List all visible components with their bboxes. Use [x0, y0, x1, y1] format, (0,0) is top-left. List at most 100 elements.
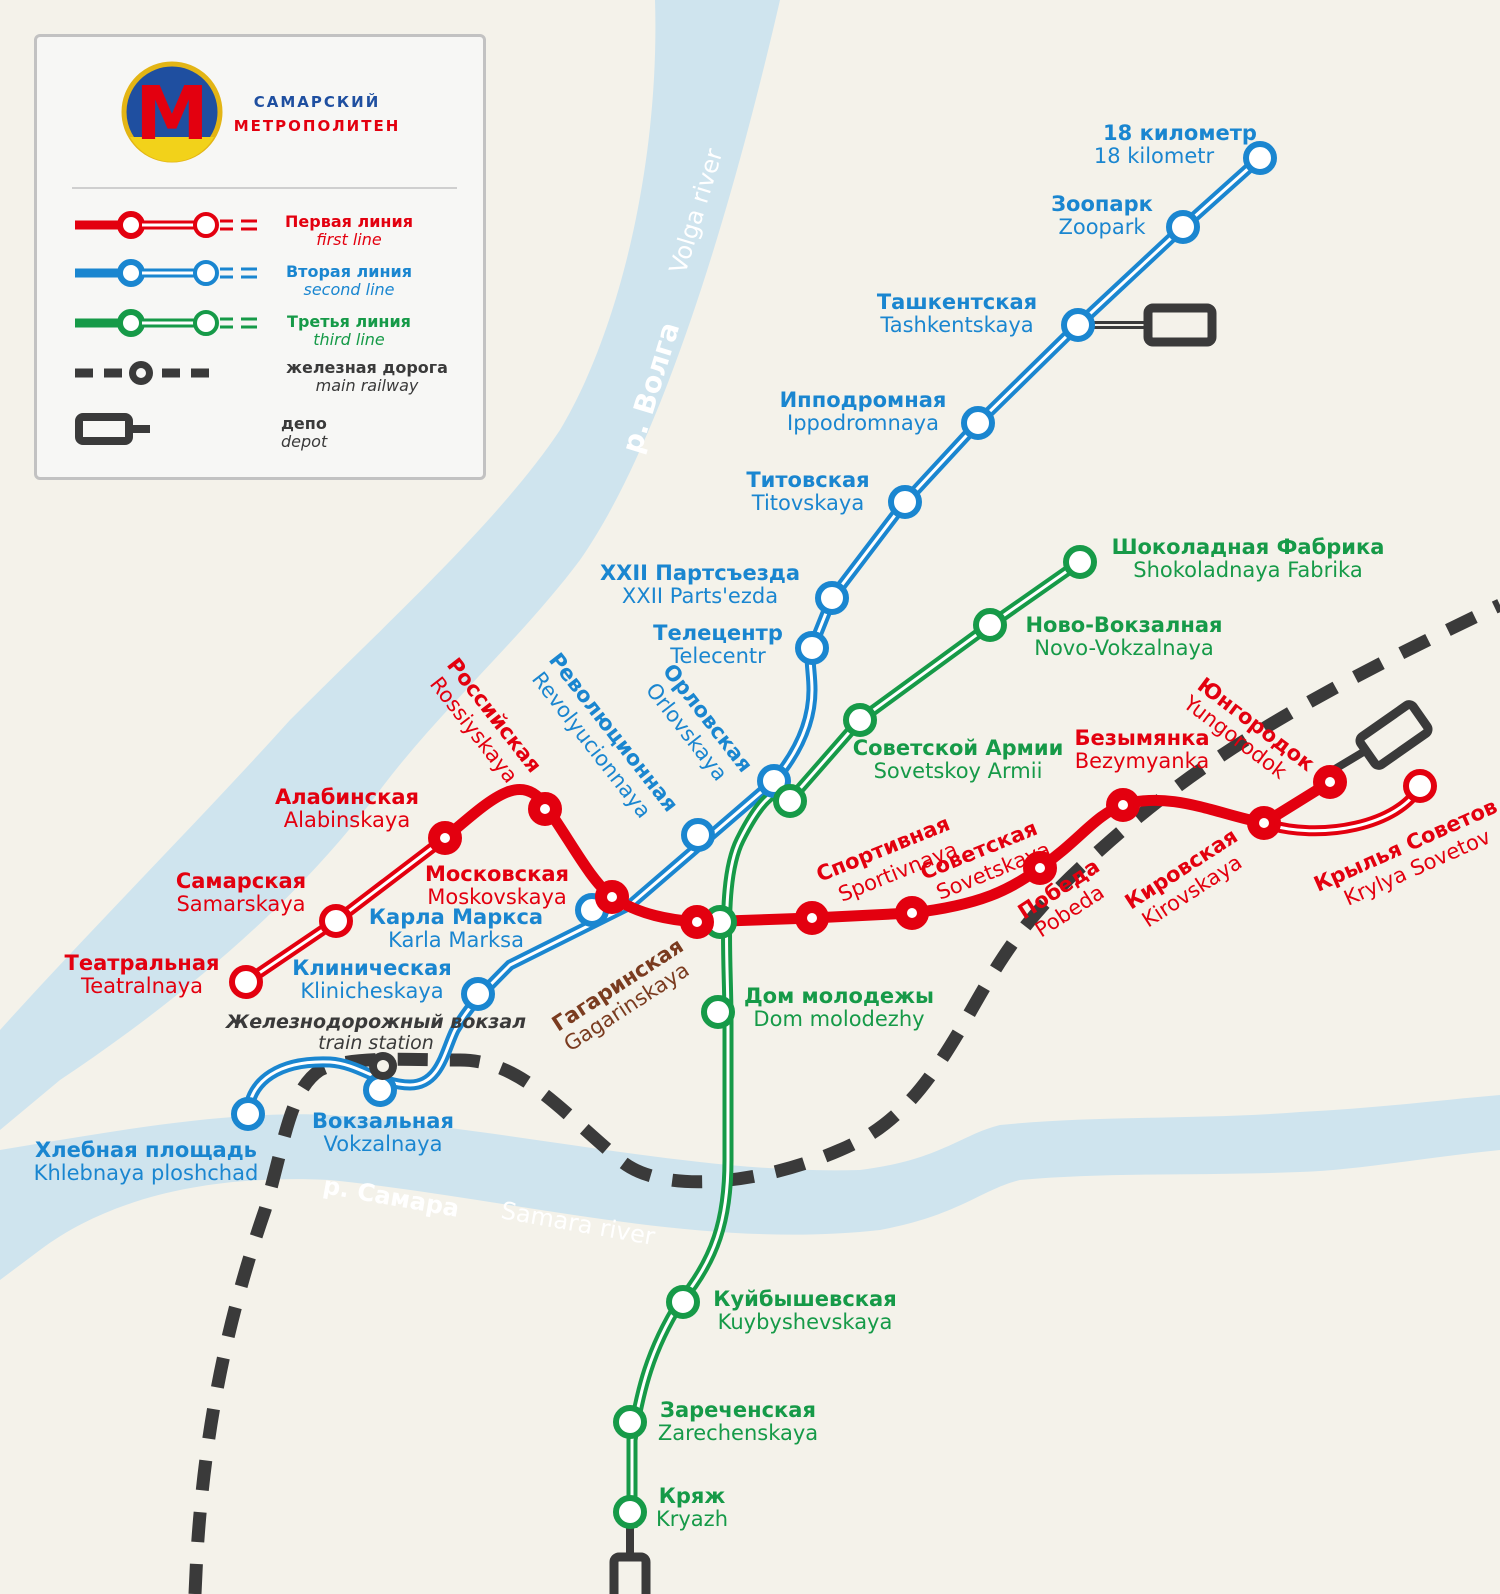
- label-titov-ru: Титовская: [746, 468, 869, 492]
- label-kuyby-en: Kuybyshevskaya: [718, 1310, 893, 1334]
- label-xxii-en: XXII Parts'ezda: [622, 584, 778, 608]
- legend-third-en: third line: [313, 330, 385, 349]
- title-line2: МЕТРОПОЛИТЕН: [234, 117, 401, 135]
- label-vokzal-en: Vokzalnaya: [324, 1132, 443, 1156]
- legend-rail-ru: железная дорога: [286, 358, 448, 377]
- label-km18-ru: 18 километр: [1103, 121, 1257, 145]
- label-telecentr-ru: Телецентр: [653, 621, 783, 645]
- railway: [188, 599, 1500, 1594]
- station-marker-teatr[interactable]: [229, 965, 263, 999]
- label-karla-en: Karla Marksa: [388, 928, 524, 952]
- legend-second-en: second line: [303, 280, 394, 299]
- legend-second-ru: Вторая линия: [286, 262, 412, 281]
- depots: [609, 303, 1433, 1594]
- label-novovok-en: Novo-Vokzalnaya: [1034, 636, 1214, 660]
- label-sovarm-en: Sovetskoy Armii: [874, 759, 1043, 783]
- legend-second-line: Вторая линия second line: [75, 259, 412, 299]
- station-marker-orlov-green[interactable]: [773, 784, 807, 818]
- station-marker-xxii[interactable]: [815, 581, 849, 615]
- station-marker-novovok[interactable]: [973, 608, 1007, 642]
- depot-kryazh-icon: [609, 1552, 651, 1594]
- label-teatr-ru: Театральная: [65, 951, 220, 975]
- station-marker-km18[interactable]: [1243, 141, 1277, 175]
- legend-first-line: Первая линия first line: [75, 211, 413, 249]
- legend-third-line: Третья линия third line: [75, 309, 411, 349]
- samara-river: [0, 1095, 1500, 1280]
- station-marker-dom[interactable]: [701, 995, 735, 1029]
- depot-yungor-icon: [1355, 700, 1433, 770]
- legend-first-en: first line: [316, 230, 382, 249]
- station-marker-klinich[interactable]: [461, 977, 495, 1011]
- volga-river: [0, 0, 780, 1130]
- legend-railway: железная дорога main railway: [75, 358, 448, 395]
- station-marker-zarech[interactable]: [613, 1405, 647, 1439]
- label-zhd-ru: Железнодорожный вокзал: [224, 1011, 526, 1033]
- label-alabin-en: Alabinskaya: [284, 808, 410, 832]
- label-zarech-ru: Зареченская: [660, 1398, 816, 1422]
- legend-depot: депо depot: [75, 413, 328, 451]
- label-karla-ru: Карла Маркса: [369, 905, 543, 929]
- label-kryazh-ru: Кряж: [659, 1484, 726, 1508]
- station-marker-shokol[interactable]: [1063, 545, 1097, 579]
- label-zoopark-ru: Зоопарк: [1051, 192, 1153, 216]
- station-marker-tashkent[interactable]: [1061, 308, 1095, 342]
- label-ippodrom-ru: Ипподромная: [780, 388, 947, 412]
- title-line1: САМАРСКИЙ: [254, 92, 381, 111]
- label-kuyby-ru: Куйбышевская: [713, 1287, 896, 1311]
- label-tashkent-en: Tashkentskaya: [879, 313, 1033, 337]
- label-zhd-en: train station: [318, 1032, 434, 1054]
- station-marker-zoopark[interactable]: [1166, 210, 1200, 244]
- station-marker-titov[interactable]: [888, 485, 922, 519]
- label-bezym-en: Bezymyanka: [1075, 749, 1210, 773]
- legend-depot-icon: [75, 413, 133, 445]
- station-marker-krylya[interactable]: [1403, 769, 1437, 803]
- station-marker-vokzal[interactable]: [363, 1073, 397, 1107]
- legend-rail-en: main railway: [316, 376, 419, 395]
- legend-svg: M САМАРСКИЙ МЕТРОПОЛИТЕН Первая линия fi…: [72, 61, 457, 451]
- label-bezym-ru: Безымянка: [1074, 726, 1209, 750]
- station-marker-sovarm[interactable]: [843, 703, 877, 737]
- station-marker-samar[interactable]: [319, 904, 353, 938]
- label-kryazh-en: Kryazh: [656, 1507, 728, 1531]
- legend-depot-ru: депо: [281, 414, 327, 433]
- station-marker-kryazh[interactable]: [613, 1495, 647, 1529]
- label-klinich-en: Klinicheskaya: [300, 979, 443, 1003]
- green-line: [626, 557, 1084, 1528]
- label-moskov-ru: Московская: [425, 862, 569, 886]
- label-dom-en: Dom molodezhy: [753, 1007, 924, 1031]
- label-moskov-en: Moskovskaya: [427, 885, 567, 909]
- station-marker-khleb[interactable]: [231, 1097, 265, 1131]
- railway-line: [188, 599, 1500, 1594]
- label-samar-en: Samarskaya: [176, 892, 305, 916]
- label-xxii-ru: XXII Партсъезда: [600, 561, 800, 585]
- depot-tashkent-icon: [1143, 303, 1217, 347]
- label-dom-ru: Дом молодежы: [744, 984, 934, 1008]
- label-klinich-ru: Клиническая: [292, 956, 452, 980]
- label-tashkent-ru: Ташкентская: [877, 290, 1037, 314]
- legend-depot-en: depot: [281, 432, 328, 451]
- label-khleb-ru: Хлебная площадь: [35, 1138, 257, 1162]
- metro-logo-icon: M: [121, 61, 223, 163]
- station-marker-ippodrom[interactable]: [961, 406, 995, 440]
- label-teatr-en: Teatralnaya: [80, 974, 203, 998]
- label-khleb-en: Khlebnaya ploshchad: [34, 1161, 259, 1185]
- label-zoopark-en: Zoopark: [1058, 215, 1146, 239]
- legend-panel: M САМАРСКИЙ МЕТРОПОЛИТЕН Первая линия fi…: [34, 34, 486, 480]
- label-titov-en: Titovskaya: [751, 491, 864, 515]
- label-samar-ru: Самарская: [176, 869, 306, 893]
- label-alabin-ru: Алабинская: [275, 785, 419, 809]
- legend-third-ru: Третья линия: [287, 312, 411, 331]
- label-telecentr-en: Telecentr: [669, 644, 766, 668]
- station-marker-revol[interactable]: [681, 818, 715, 852]
- label-novovok-ru: Ново-Вокзалная: [1025, 613, 1222, 637]
- station-marker-telecentr[interactable]: [795, 631, 829, 665]
- svg-text:M: M: [135, 71, 209, 157]
- label-ippodrom-en: Ippodromnaya: [787, 411, 939, 435]
- label-sovarm-ru: Советской Армии: [853, 736, 1064, 760]
- station-marker-kuyby[interactable]: [666, 1285, 700, 1319]
- label-zarech-en: Zarechenskaya: [658, 1421, 818, 1445]
- label-shokol-ru: Шоколадная Фабрика: [1112, 535, 1385, 559]
- label-shokol-en: Shokoladnaya Fabrika: [1133, 558, 1362, 582]
- station-markers: [229, 141, 1437, 1529]
